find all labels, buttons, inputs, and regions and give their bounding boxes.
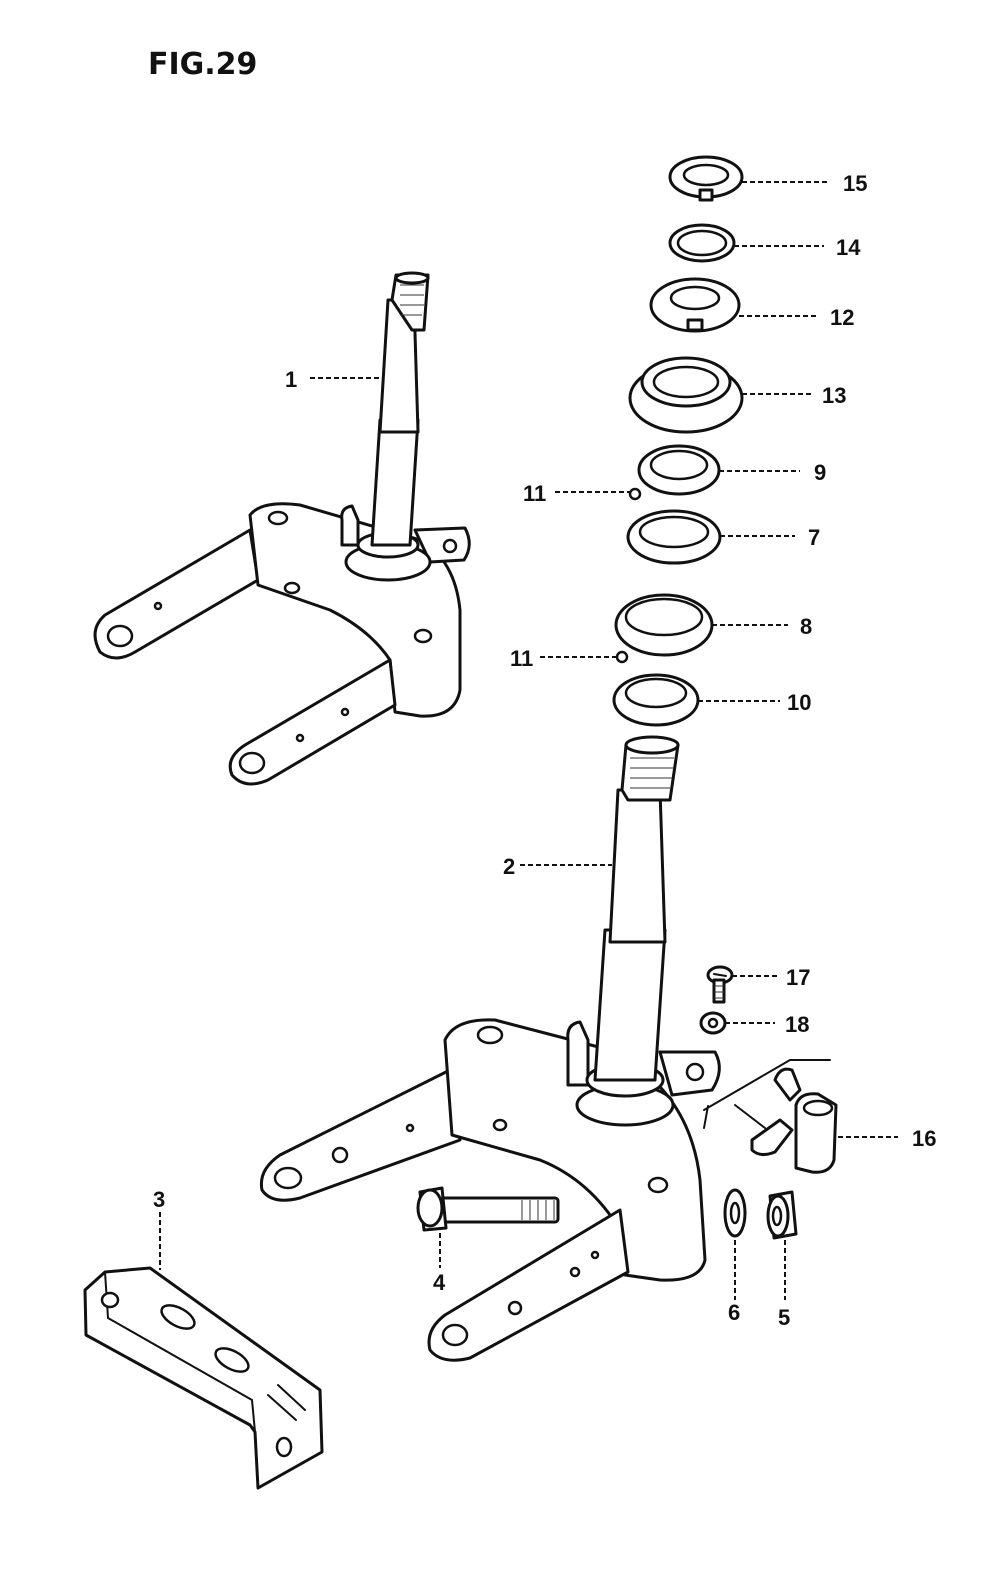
callout-14: 14	[836, 235, 861, 260]
part-3-bracket	[83, 1266, 324, 1490]
callout-9: 9	[814, 460, 826, 485]
callout-12: 12	[830, 305, 854, 330]
part-11-steel-ball-upper	[628, 487, 642, 501]
part-12-adjusting-nut	[649, 277, 741, 333]
callout-6: 6	[728, 1300, 740, 1325]
callout-11-upper: 11	[523, 481, 546, 506]
callout-16: 16	[912, 1126, 936, 1151]
callout-3: 3	[153, 1187, 165, 1212]
part-1-steering-stem-assembly	[93, 271, 471, 786]
part-9-upper-bearing-race	[637, 444, 721, 496]
callout-4: 4	[433, 1270, 446, 1295]
part-8-lower-bearing-race	[614, 593, 714, 657]
callout-15: 15	[843, 171, 867, 196]
callout-5: 5	[778, 1305, 790, 1330]
part-5-nut	[766, 1190, 798, 1240]
callout-7: 7	[808, 525, 820, 550]
part-10-lower-bearing-cone	[612, 673, 700, 727]
callout-11-lower: 11	[510, 646, 533, 671]
part-7-upper-bearing-cone	[626, 509, 722, 565]
callout-13: 13	[822, 383, 846, 408]
figure-title: FIG.29	[148, 47, 257, 82]
part-13-dust-cover	[628, 356, 744, 434]
part-18-nut	[699, 1011, 727, 1035]
part-14-lock-washer	[668, 223, 736, 263]
part-2-steering-stem	[259, 735, 721, 1362]
callout-10: 10	[787, 690, 811, 715]
callout-18: 18	[785, 1012, 809, 1037]
callout-2: 2	[503, 854, 515, 879]
part-15-lock-nut	[668, 155, 744, 202]
part-16-steering-lock	[703, 1059, 838, 1174]
callout-8: 8	[800, 614, 812, 639]
part-4-bolt	[416, 1186, 560, 1232]
callout-1: 1	[285, 367, 297, 392]
part-6-washer	[723, 1188, 747, 1238]
part-11-steel-ball-lower	[615, 650, 629, 664]
callout-17: 17	[786, 965, 810, 990]
leader-lines	[159, 181, 898, 1300]
part-17-screw	[706, 965, 734, 1004]
